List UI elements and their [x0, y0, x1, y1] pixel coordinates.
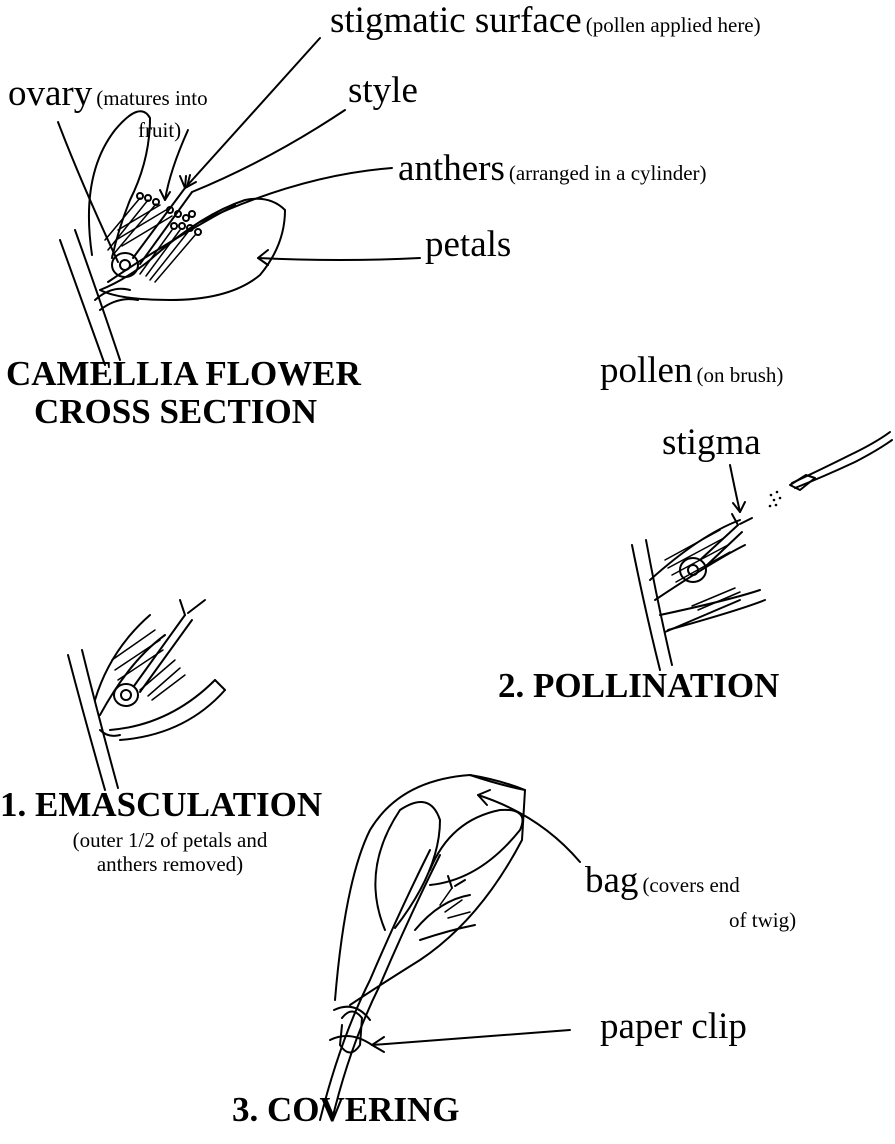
- label-anthers-note: (arranged in a cylinder): [509, 161, 707, 185]
- label-ovary-note-line2: fruit): [138, 120, 181, 141]
- label-stigmatic-surface-main: stigmatic surface: [330, 0, 582, 41]
- label-pollen-main: pollen: [600, 350, 692, 391]
- label-anthers-main: anthers: [398, 148, 505, 189]
- emasculation-note-line1: (outer 1/2 of petals and: [30, 828, 310, 852]
- emasculation-flower: [68, 600, 225, 790]
- emasculation-note-line2: anthers removed): [30, 852, 310, 876]
- label-bag-main: bag: [585, 860, 638, 901]
- label-bag: bag (covers end: [585, 862, 740, 899]
- label-bag-note-line2: of twig): [729, 910, 796, 931]
- label-stigma: stigma: [662, 424, 761, 461]
- label-ovary: ovary (matures into: [8, 75, 208, 112]
- label-stigmatic-surface-note: (pollen applied here): [586, 13, 761, 37]
- label-anthers: anthers (arranged in a cylinder): [398, 150, 707, 187]
- title-cross-section-line2: CROSS SECTION: [34, 394, 317, 431]
- label-ovary-main: ovary: [8, 73, 92, 114]
- title-emasculation: 1. EMASCULATION: [0, 787, 322, 824]
- label-stigmatic-surface: stigmatic surface (pollen applied here): [330, 2, 761, 39]
- title-cross-section-line1: CAMELLIA FLOWER: [6, 356, 361, 393]
- label-bag-note: (covers end: [642, 873, 739, 897]
- label-pollen-note: (on brush): [696, 363, 783, 387]
- label-style: style: [348, 72, 418, 109]
- label-paper-clip: paper clip: [600, 1008, 747, 1045]
- pollination-flower: [632, 432, 892, 670]
- emasculation-note: (outer 1/2 of petals and anthers removed…: [30, 828, 310, 876]
- title-pollination: 2. POLLINATION: [498, 668, 779, 705]
- label-pollen: pollen (on brush): [600, 352, 783, 389]
- label-ovary-note: (matures into: [96, 86, 207, 110]
- label-petals: petals: [425, 226, 511, 263]
- covering-flower: [320, 775, 580, 1120]
- title-covering: 3. COVERING: [232, 1092, 460, 1129]
